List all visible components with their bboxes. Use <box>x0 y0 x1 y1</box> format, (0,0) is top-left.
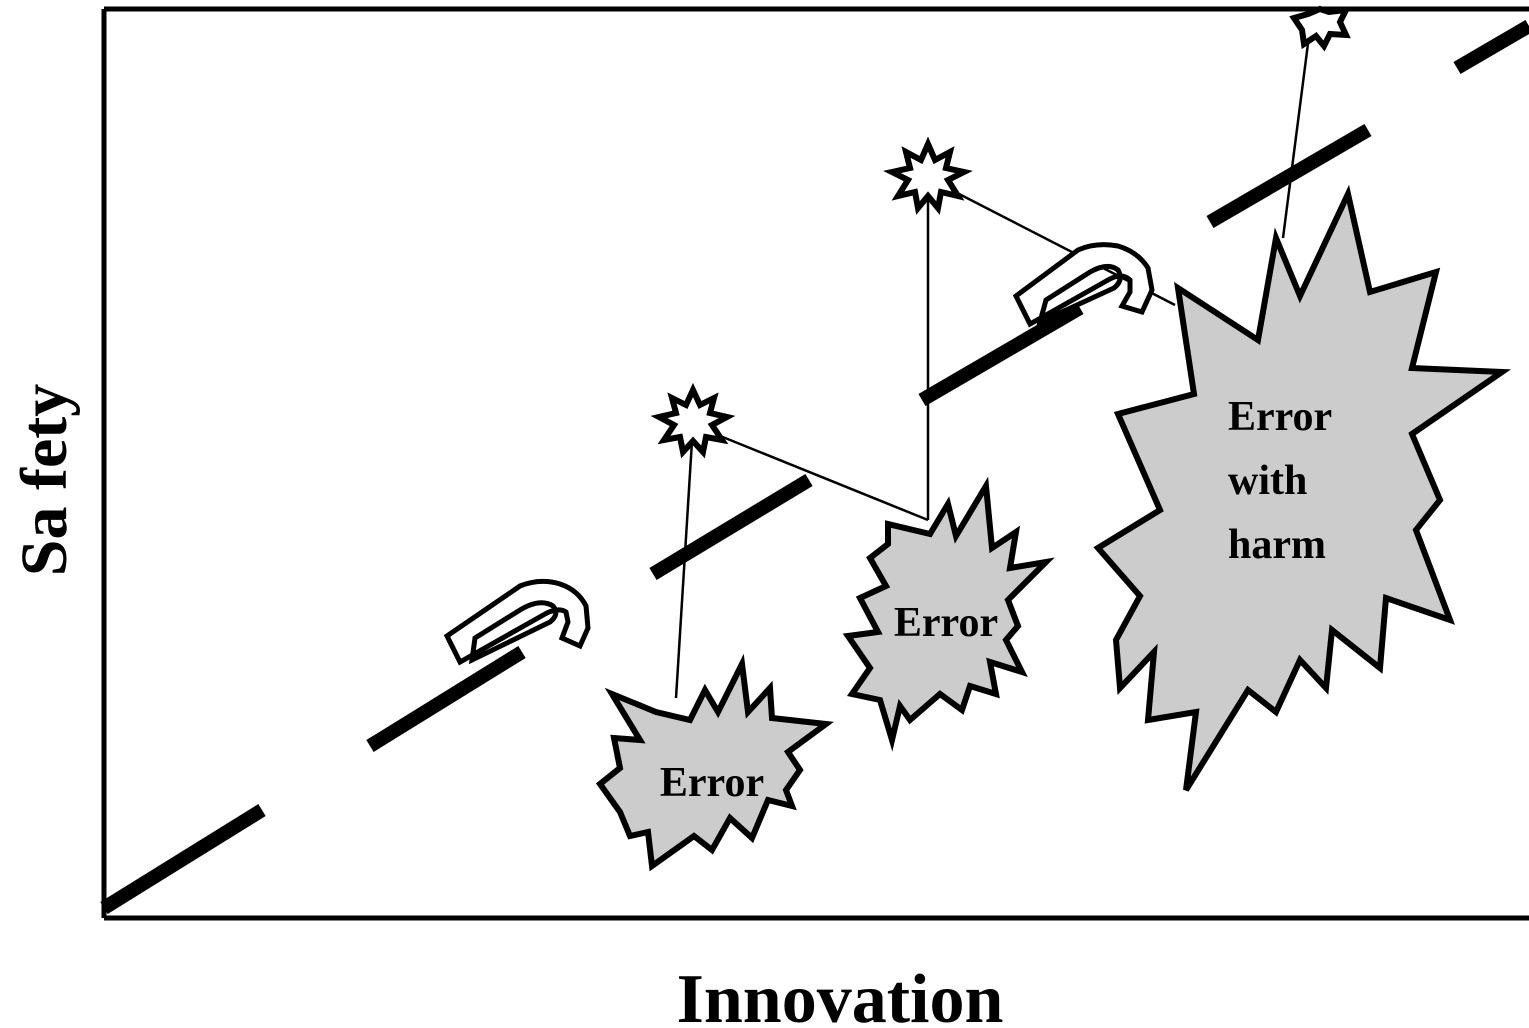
hook-arrow-icon <box>443 578 591 666</box>
y-axis-label: Sa fety <box>8 384 81 576</box>
error-with-harm-label: Error with harm <box>1228 394 1342 568</box>
error-label: Error <box>894 600 998 646</box>
hook-arrows <box>443 242 1155 666</box>
error-bursts <box>595 184 1512 872</box>
burst-labels: Error Error Error with harm <box>660 394 1342 806</box>
error-with-harm-burst <box>1093 184 1512 792</box>
error-burst-medium <box>842 476 1055 752</box>
progress-segment <box>366 646 526 752</box>
sparkle-markers <box>650 5 1352 459</box>
progress-segments <box>100 19 1529 914</box>
error-burst-small <box>595 653 834 872</box>
chart-frame <box>101 6 1529 921</box>
x-axis-label: Innovation <box>677 961 1004 1028</box>
sparkle-icon <box>650 382 736 459</box>
sparkle-icon <box>1289 5 1352 52</box>
sparkle-icon <box>883 136 973 215</box>
progress-segment <box>918 301 1084 407</box>
connector-line <box>674 424 695 699</box>
connector-line <box>692 423 929 522</box>
error-label: Error <box>660 760 764 806</box>
connector-line <box>1281 27 1312 239</box>
progress-segment <box>649 474 813 580</box>
harm-label-line: Error <box>1228 394 1332 440</box>
progress-segment <box>1206 123 1372 229</box>
harm-label-line: with <box>1228 458 1307 504</box>
progress-segment <box>100 804 266 914</box>
harm-label-line: harm <box>1228 522 1326 568</box>
progress-segment <box>1453 19 1529 75</box>
hook-arrow-icon <box>1012 242 1155 328</box>
